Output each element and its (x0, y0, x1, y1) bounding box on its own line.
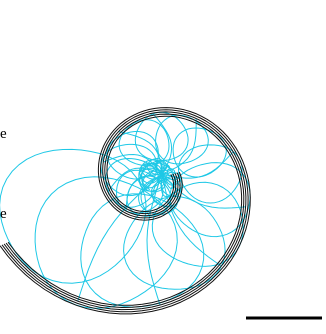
mesh-strand (140, 173, 163, 216)
mesh-strand (161, 164, 175, 181)
mesh-strand (161, 118, 197, 175)
mesh-loop (118, 119, 170, 167)
mesh-strand (146, 173, 163, 306)
mesh-strand (118, 131, 163, 175)
cyan-spiral-mesh (0, 111, 251, 309)
mesh-strand (161, 173, 222, 267)
mesh-loop (150, 178, 182, 207)
mesh-strand (161, 151, 234, 179)
upper-side-label: e (0, 126, 7, 142)
mesh-loop (0, 148, 147, 284)
mesh-strand (125, 173, 163, 212)
mesh-loop (105, 158, 160, 208)
mesh-strand (152, 112, 173, 175)
mesh-loop (172, 127, 227, 178)
mesh-loop (178, 144, 243, 204)
mesh-strand (103, 154, 163, 175)
outline-strand (0, 107, 251, 315)
outline-strand (5, 113, 245, 308)
outline-strand (3, 111, 247, 311)
mesh-strand (161, 173, 177, 189)
outline-strand (7, 115, 243, 306)
outline-strand (1, 109, 249, 313)
mesh-strand (77, 173, 163, 302)
mesh-loop (34, 176, 178, 309)
black-spiral-outline (0, 107, 251, 315)
mesh-strand (107, 167, 163, 193)
mesh-strand (152, 173, 169, 208)
mesh-strand (154, 160, 173, 175)
lower-side-label: e (0, 206, 7, 222)
mesh-strand (144, 162, 168, 175)
